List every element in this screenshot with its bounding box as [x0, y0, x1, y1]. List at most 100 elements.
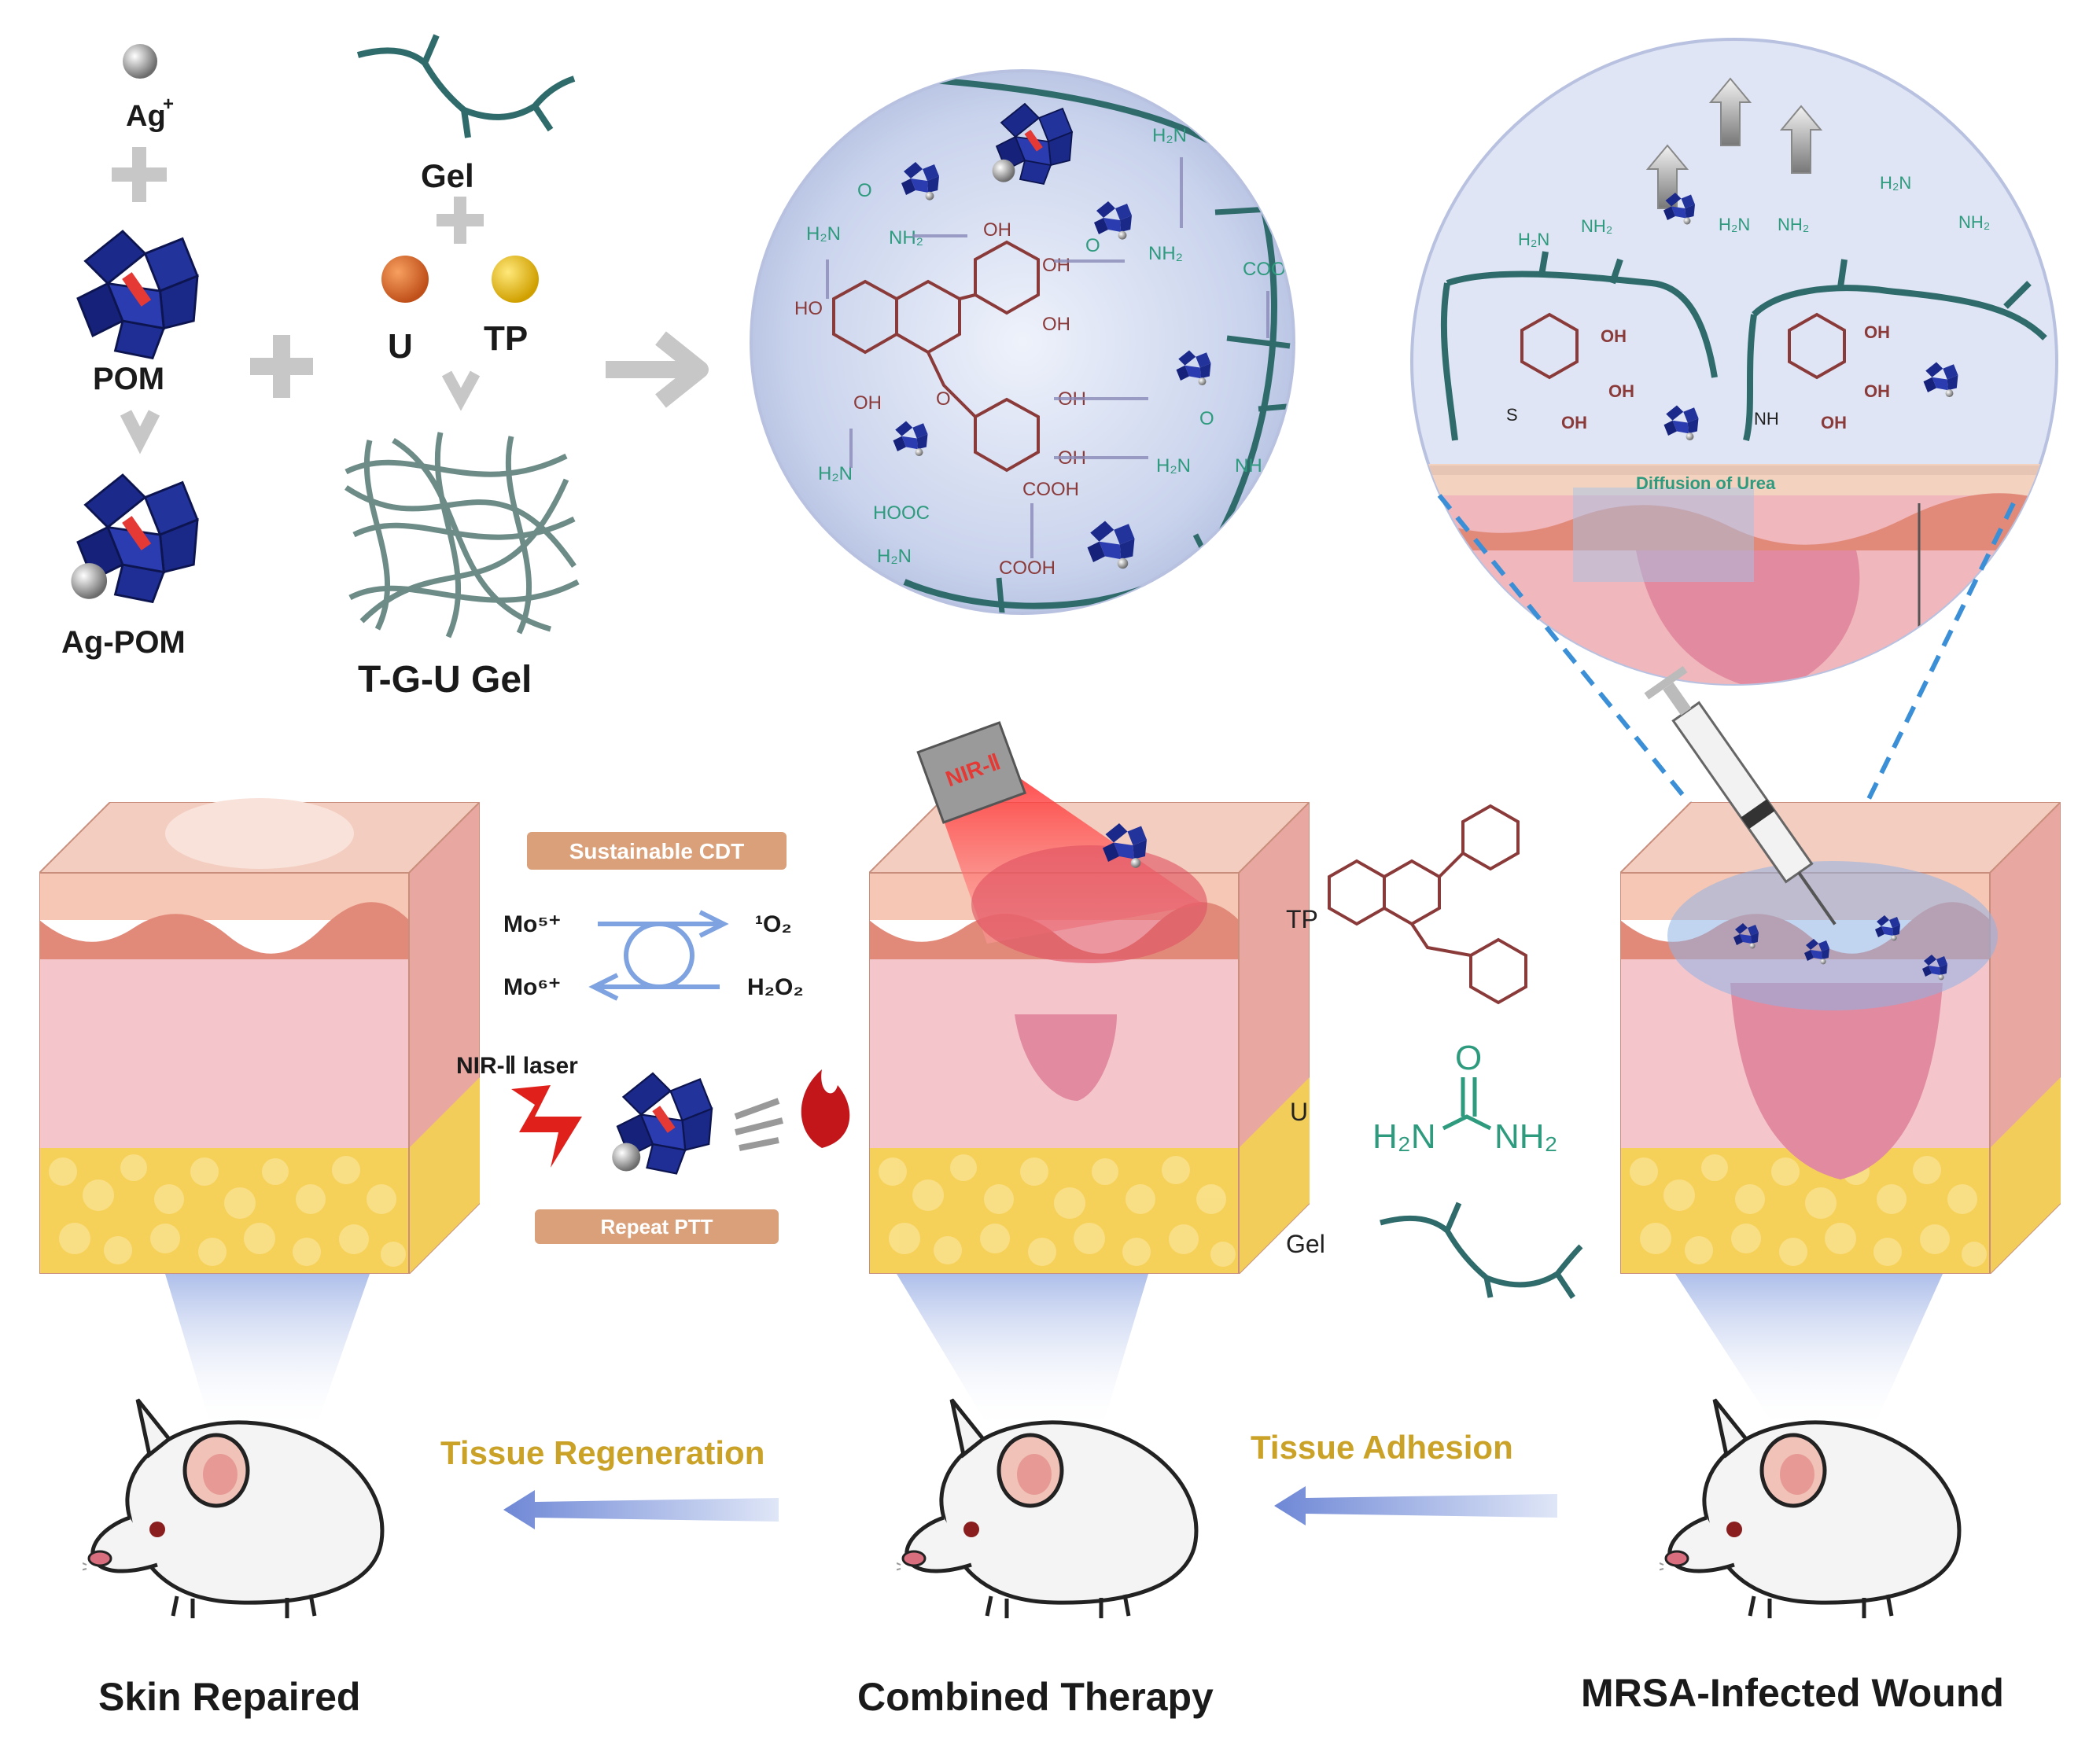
mrsa-wound-label: MRSA-Infected Wound — [1581, 1671, 2004, 1715]
pom-cluster-icon — [76, 230, 199, 359]
svg-text:NH₂: NH₂ — [1148, 243, 1183, 264]
ag-pom-label: Ag-POM — [61, 625, 186, 660]
mouse-therapy — [879, 1400, 1196, 1618]
legend-urea-structure: H₂N NH₂ O — [1372, 1039, 1558, 1156]
repeat-ptt-label: Repeat PTT — [600, 1215, 713, 1238]
svg-text:H₂N: H₂N — [1372, 1117, 1436, 1156]
arrow-down-icon — [120, 410, 160, 454]
wound-large — [1730, 983, 1943, 1179]
svg-text:H₂N: H₂N — [1880, 173, 1911, 193]
legend-tp-structure — [1328, 804, 1527, 1005]
svg-text:H₂N: H₂N — [1719, 215, 1750, 234]
svg-text:OH: OH — [1864, 322, 1890, 342]
urea-sphere — [381, 256, 429, 303]
gel-label: Gel — [421, 157, 474, 194]
projection-beam-3 — [1675, 1274, 1943, 1431]
ag-pom-cluster-icon — [71, 475, 197, 602]
svg-text:COOH: COOH — [1022, 479, 1079, 500]
svg-text:O: O — [936, 388, 951, 410]
components-panel: Ag + POM Ag-POM Gel U TP — [61, 34, 709, 701]
svg-text:OH: OH — [1042, 255, 1070, 276]
mo6-label: Mo⁶⁺ — [503, 974, 561, 1000]
gel-patch — [1667, 861, 1998, 1010]
tp-molecule — [832, 240, 1040, 473]
svg-text:NH₂: NH₂ — [1958, 212, 1990, 232]
svg-text:HOOC: HOOC — [873, 502, 930, 524]
svg-text:H₂N: H₂N — [818, 463, 853, 484]
gel-chain-icon — [356, 34, 576, 138]
diffusion-arrows — [1645, 77, 1823, 209]
svg-text:NH₂: NH₂ — [889, 227, 923, 248]
pom-label: POM — [93, 362, 164, 396]
svg-text:OH: OH — [1042, 314, 1070, 335]
tissue-labels: OH OH OH OH OH OH — [1561, 322, 1890, 432]
legend-tp: TP — [1286, 905, 1318, 933]
legend-gel: Gel — [1286, 1230, 1325, 1258]
svg-text:O: O — [1199, 408, 1214, 429]
urea-diffusion-zoom: Diffusion of Urea OH OH OH OH OH OH S NH… — [1410, 38, 2058, 686]
combined-therapy-label: Combined Therapy — [857, 1675, 1214, 1719]
svg-text:OH: OH — [853, 392, 882, 414]
mouse-wound — [1642, 1400, 1959, 1618]
free-urea-labels: H₂N NH₂ H₂N NH₂ H₂N NH₂ — [1518, 173, 1990, 249]
syringe-icon — [1644, 665, 1837, 926]
redox-cycle-arrows — [588, 910, 729, 1001]
mouse-repaired — [65, 1400, 382, 1618]
laser-bolt-icon — [511, 1085, 582, 1168]
svg-text:HO: HO — [794, 298, 823, 319]
tp-label: TP — [484, 319, 528, 358]
arrow-left-regeneration — [503, 1490, 779, 1529]
svg-text:NH₂: NH₂ — [1778, 215, 1809, 234]
heat-wave-icon — [734, 1098, 783, 1151]
svg-text:H₂N: H₂N — [1518, 230, 1549, 249]
plus-icon-big — [250, 335, 313, 398]
mo5-label: Mo⁵⁺ — [503, 911, 561, 937]
healed-area — [165, 798, 354, 869]
sustainable-cdt-label: Sustainable CDT — [569, 839, 744, 863]
projection-beam-1 — [165, 1274, 370, 1431]
wound-small — [1015, 1014, 1117, 1101]
tissue-catechols — [1520, 312, 1846, 380]
svg-text:O: O — [857, 180, 872, 201]
tp-sphere — [492, 256, 539, 303]
plus-icon — [112, 147, 167, 202]
ag-pom-photothermal-icon — [612, 1073, 712, 1174]
plus-icon-small — [437, 197, 484, 244]
nir-laser-device: NIR-Ⅱ — [916, 721, 1207, 963]
svg-text:OH: OH — [1864, 381, 1890, 401]
s-mark: S — [1506, 405, 1518, 425]
projection-beam-2 — [897, 1274, 1148, 1431]
svg-text:O: O — [1085, 235, 1100, 256]
flame-icon — [801, 1069, 850, 1148]
arrow-down-icon-2 — [441, 370, 481, 411]
singlet-oxygen-label: ¹O₂ — [755, 911, 792, 937]
ag-superscript: + — [163, 94, 174, 115]
sustainable-cdt-box — [527, 832, 787, 870]
u-label: U — [388, 327, 413, 366]
svg-text:NH₂: NH₂ — [1581, 216, 1612, 236]
svg-text:H₂N: H₂N — [877, 546, 912, 567]
ag-ion-sphere — [123, 44, 157, 79]
svg-text:NH₂: NH₂ — [1494, 1117, 1558, 1156]
svg-text:H₂N: H₂N — [1156, 455, 1191, 477]
svg-text:COOH: COOH — [1243, 259, 1299, 280]
arrow-left-adhesion — [1274, 1486, 1557, 1525]
arrow-right-icon — [606, 331, 709, 408]
svg-text:OH: OH — [1821, 413, 1847, 432]
ag-label: Ag — [126, 100, 166, 133]
diffusion-text: Diffusion of Urea — [1636, 473, 1776, 493]
svg-text:COOH: COOH — [999, 558, 1056, 579]
svg-text:OH: OH — [983, 219, 1011, 241]
svg-text:H₂N: H₂N — [806, 223, 841, 245]
legend-gel-chain — [1380, 1202, 1583, 1299]
nh-mark: NH — [1754, 409, 1779, 429]
mechanism-panel: Sustainable CDT Mo⁵⁺ Mo⁶⁺ ¹O₂ H₂O₂ NIR-Ⅱ… — [456, 832, 850, 1244]
nir-laser-label: NIR-Ⅱ laser — [456, 1053, 578, 1079]
tissue-adhesion-label: Tissue Adhesion — [1251, 1429, 1513, 1466]
legend-u: U — [1290, 1098, 1308, 1126]
tissue-regeneration-label: Tissue Regeneration — [440, 1434, 764, 1471]
hydrogel-network-zoom: OH OH OH OH OH HO OH COOH COOH O H₂N NH₂… — [750, 69, 1299, 615]
svg-text:OH: OH — [1608, 381, 1634, 401]
skin-block-repaired — [39, 802, 480, 1274]
